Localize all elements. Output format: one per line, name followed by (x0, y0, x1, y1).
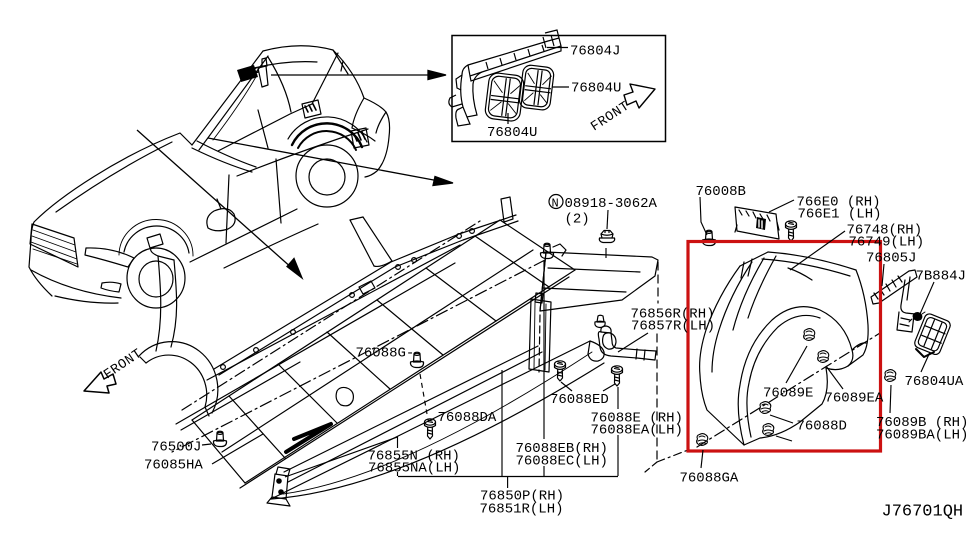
svg-text:76857R(LH): 76857R(LH) (631, 319, 715, 335)
svg-text:76088G-: 76088G- (356, 346, 415, 362)
svg-text:76088DA: 76088DA (438, 410, 497, 426)
svg-text:766E0 (RH): 766E0 (RH) (797, 195, 881, 211)
svg-text:76088ED: 76088ED (550, 392, 609, 408)
svg-text:76804UA: 76804UA (905, 374, 964, 390)
svg-text:76088D: 76088D (797, 419, 847, 435)
svg-text:76804U: 76804U (571, 81, 621, 97)
svg-text:76088EA(LH): 76088EA(LH) (591, 423, 683, 439)
svg-text:76855N (RH): 76855N (RH) (368, 449, 460, 465)
svg-text:J76701QH: J76701QH (882, 503, 964, 522)
svg-text:76748(RH): 76748(RH) (847, 223, 923, 239)
svg-text:76804J: 76804J (570, 44, 620, 60)
svg-text:76089BA(LH): 76089BA(LH) (876, 428, 968, 444)
svg-text:76088GA: 76088GA (680, 471, 739, 487)
svg-text:76856R(RH): 76856R(RH) (631, 307, 715, 323)
svg-text:76804U: 76804U (487, 125, 537, 141)
svg-text:76008B: 76008B (696, 184, 746, 200)
svg-text:N: N (552, 197, 559, 211)
svg-text:(2): (2) (565, 212, 590, 228)
svg-text:76085HA: 76085HA (144, 458, 203, 474)
svg-text:7B884J: 7B884J (916, 269, 966, 285)
svg-text:76089B (RH): 76089B (RH) (876, 415, 968, 431)
svg-text:76500J: 76500J (151, 440, 201, 456)
svg-text:76855NA(LH): 76855NA(LH) (368, 461, 460, 477)
svg-text:76089EA: 76089EA (825, 391, 884, 407)
svg-text:76088EB(RH): 76088EB(RH) (516, 441, 608, 457)
svg-text:76749(LH): 76749(LH) (849, 235, 925, 251)
svg-text:08918-3062A: 08918-3062A (565, 196, 658, 212)
svg-text:76089E: 76089E (763, 386, 813, 402)
svg-text:76851R(LH): 76851R(LH) (480, 502, 564, 518)
svg-text:766E1 (LH): 766E1 (LH) (798, 207, 882, 223)
svg-text:76850P(RH): 76850P(RH) (480, 489, 564, 505)
svg-text:76088E (RH): 76088E (RH) (591, 411, 683, 427)
svg-text:76805J: 76805J (866, 251, 916, 267)
svg-text:76088EC(LH): 76088EC(LH) (516, 454, 608, 470)
